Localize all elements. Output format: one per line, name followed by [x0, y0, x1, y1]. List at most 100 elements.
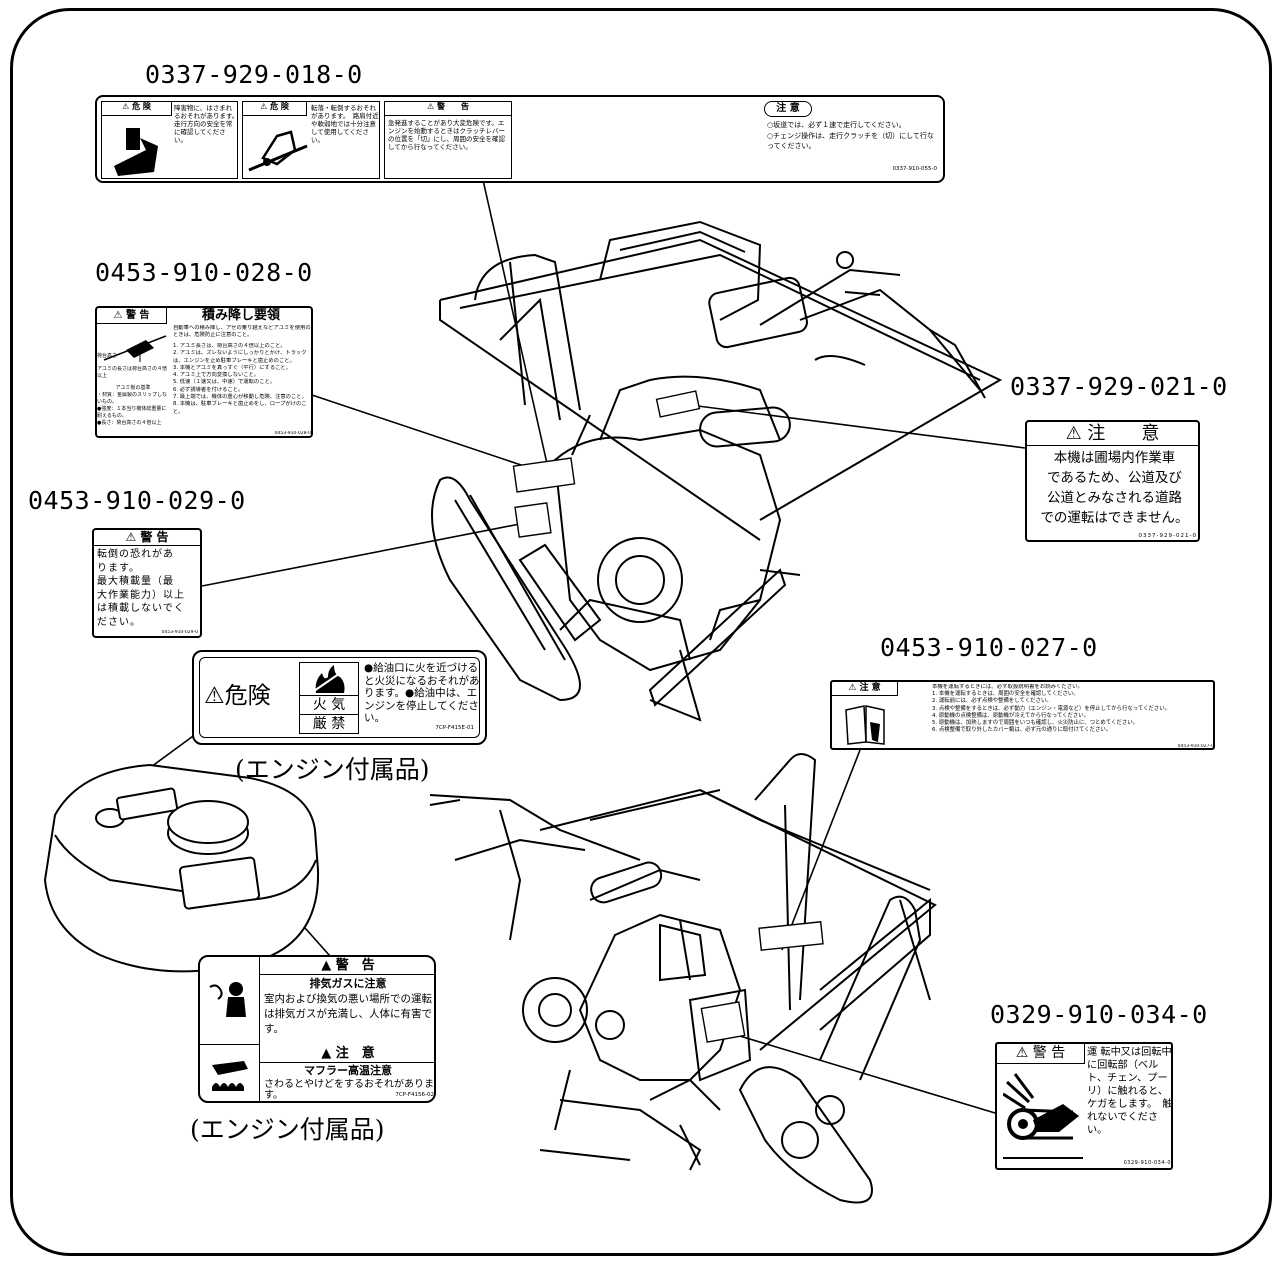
manual-book-icon — [845, 705, 885, 745]
rotating-parts-icon — [1003, 1073, 1083, 1159]
caution-header-027: ⚠ 注 意 — [832, 682, 898, 696]
panel-danger-1: ⚠ 危 険 障害物に、はさまれるおそれがあります。 走行方向の安全を常に確認して… — [101, 101, 238, 179]
label-code-exhaust: 7CP-F4156-02 — [364, 1092, 434, 1100]
loading-steps: 1. アユミ長さは、荷台高さの４倍以上のこと。 2. アユミは、ズレないようにし… — [173, 343, 311, 431]
fire-kanji-2: 厳 禁 — [300, 714, 358, 732]
manual-line-0: 本機を運転するときには、必ず取扱説明書をお読みください。 — [932, 684, 1083, 690]
label-0453-910-029-0: ⚠ 警 告 転倒の恐れがあ ります。 最大積載量（最 大作業能力）以上 は積載し… — [92, 528, 202, 638]
public-road-text: 本機は圃場内作業車 であるため、公道及び 公道とみなされる道路 での運転はできま… — [1030, 448, 1198, 532]
part-number-034: 0329-910-034-0 — [990, 1000, 1208, 1029]
manual-instructions: 本機を運転するときには、必ず取扱説明書をお読みください。 1. 本機を運転すると… — [932, 684, 1213, 748]
label-exhaust-muffler: ▲ 警 告 排気ガスに注意 室内および換気の悪い場所での運転は排気ガスが充満し、… — [198, 955, 436, 1103]
exhaust-text: 室内および換気の悪い場所での運転は排気ガスが充満し、人体に有害です。 — [264, 993, 432, 1035]
fire-danger-title: ⚠危険 — [204, 683, 271, 709]
muffler-subtitle: マフラー高温注意 — [304, 1064, 392, 1077]
label-0337-929-021-0: ⚠ 注 意 本機は圃場内作業車 であるため、公道及び 公道とみなされる道路 での… — [1025, 420, 1200, 542]
fire-text: ●給油口に火を近づけると火災になるおそれがあります。●給油中は、エンジンを停止し… — [364, 662, 480, 724]
label-0337-929-018-0: ⚠ 危 険 障害物に、はさまれるおそれがあります。 走行方向の安全を常に確認して… — [95, 95, 945, 183]
caution-header: 注 意 — [764, 101, 812, 117]
label-code-027: 0453-910-027-0 — [1177, 744, 1214, 749]
danger-text-2: 転落・転倒するおそれがあります。 路肩付近や軟弱地では十分注意して使用してくださ… — [311, 104, 379, 144]
loading-step-8: 8. 本機は、駐車ブレーキと歯止めをし、ロープがけのこと。 — [173, 401, 307, 415]
overload-line-6: ださい。 — [97, 616, 141, 628]
machine-view-upper — [431, 220, 1003, 722]
loading-step-3: 3. 本機とアユミを真っすぐ（平行）にすること。 — [173, 364, 292, 371]
warning-header: ⚠ 警 告 — [385, 102, 511, 116]
leader-line-029 — [201, 522, 526, 587]
panel-warning: ⚠ 警 告 急発進することがあり大変危険です。エンジンを始動するときはクラッチレ… — [384, 101, 512, 179]
public-road-line-1: 本機は圃場内作業車 — [1053, 450, 1176, 466]
warning-title-029: 警 告 — [140, 530, 169, 544]
leader-line-028 — [311, 394, 561, 479]
loading-step-1: 1. アユミ長さは、荷台高さの４倍以上のこと。 — [173, 343, 286, 349]
label-code-018: 0337-910-055-0 — [892, 166, 937, 172]
ramp-std-title: アユミ板の基準 — [115, 385, 151, 391]
label-0453-910-028-0: ⚠ 警 告 積み降し要領 荷台高さ アユミの長さは荷台高さの４倍以上 アユミ板の… — [95, 306, 313, 438]
hot-surface-icon — [212, 1061, 248, 1091]
ramp-std-1: ・材質：金属製のスリップしないもの。 — [97, 392, 168, 405]
danger-header-2: ⚠ 危 険 — [243, 102, 307, 116]
danger-title-1: 危 険 — [132, 102, 151, 111]
warning-header-029: ⚠ 警 告 — [94, 530, 200, 546]
caution-line-1: ○坂道では、必ず１速で走行してください。 — [767, 121, 906, 129]
overload-line-4: 大作業能力）以上 — [97, 589, 185, 601]
warning-header-034: ⚠ 警 告 — [997, 1044, 1085, 1064]
engine-accessory-note-1: (エンジン付属品) — [235, 755, 430, 784]
manual-line-1: 1. 本機を運転するときは、周囲の安全を確認してください。 — [932, 691, 1079, 698]
exhaust-subtitle: 排気ガスに注意 — [309, 977, 387, 990]
manual-line-2: 2. 運転前には、必ず点検や整備をしてください。 — [932, 698, 1052, 705]
warning-title: 警 告 — [436, 102, 469, 111]
overload-warning-text: 転倒の恐れがあ ります。 最大積載量（最 大作業能力）以上 は積載しないでく だ… — [97, 548, 200, 630]
machine-view-lower — [429, 753, 937, 1204]
danger-title-2: 危 険 — [270, 102, 289, 111]
loading-step-6: 6. 必ず誘導者を付けること。 — [173, 386, 244, 393]
part-number-021: 0337-929-021-0 — [1010, 372, 1228, 401]
manual-line-5: 5. 原動機は、加熱しますので周囲をいつも確認し、火災防止に、つとめてください。 — [932, 720, 1138, 727]
exhaust-gas-icon — [209, 982, 246, 1017]
fire-danger-word: 危険 — [224, 683, 271, 709]
public-road-line-2: であるため、公道及び — [1047, 470, 1182, 486]
pic-label-height: 荷台高さ — [97, 353, 118, 359]
pinch-points-text: 運 転中又は回転中に回転部（ベルト、チェン、プーリ）に触れると、ケガをします。 … — [1087, 1047, 1173, 1136]
overload-line-1: 転倒の恐れがあ — [97, 549, 174, 560]
fire-inner-border — [199, 657, 480, 738]
warning-text: 急発進することがあり大変危険です。エンジンを始動するときはクラッチレバーの位置を… — [388, 119, 505, 151]
panel-caution: 注 意 ○坂道では、必ず１速で走行してください。 ○チェンジ操作は、走行クラッチ… — [517, 101, 941, 179]
public-road-line-4: での運転はできません。 — [1040, 510, 1189, 526]
caution-line-2: ○チェンジ操作は、走行クラッチを（切）にして行なってください。 — [767, 132, 934, 150]
pinch-hazard-icon — [114, 128, 158, 176]
loading-step-7: 7. 最上端では、機体の重心が移動し危険、注意のこと。 — [173, 394, 307, 401]
panel-danger-2: ⚠ 危 険 転落・転倒するおそれがあります。 路肩付近や軟弱地では十分注意して使… — [242, 101, 380, 179]
diagram-frame — [10, 8, 1272, 1256]
fire-kanji-1: 火 気 — [300, 695, 358, 713]
part-number-028: 0453-910-028-0 — [95, 258, 313, 287]
muffler-text: さわるとやけどをするおそれがあります。 — [264, 1079, 434, 1101]
overload-line-2: ります。 — [97, 562, 140, 574]
rollover-hazard-icon — [248, 130, 308, 172]
manual-line-3: 3. 点検や整備をするときは、必ず動力（エンジン・電源など）を停止してから行なっ… — [932, 705, 1171, 712]
exhaust-warning-header: ▲ 警 告 — [260, 957, 434, 975]
ramp-std-2: ●強度：１本当り機体総重量に耐えるもの。 — [97, 406, 167, 419]
label-code-021: 0337-929-021-0 — [1138, 533, 1197, 539]
muffler-caution-header: ▲ 注 意 — [260, 1045, 434, 1063]
loading-step-2: 2. アユミは、ズレないようにしっかりとかけ、トラックは、エンジンを止め駐車ブレ… — [173, 350, 307, 364]
caution-title-021: 注 意 — [1087, 423, 1160, 444]
part-number-018: 0337-929-018-0 — [145, 60, 363, 89]
caution-title-027: 注 意 — [859, 683, 881, 693]
warning-title-028: 警 告 — [125, 310, 150, 321]
label-0329-910-034-0: ⚠ 警 告 運 転中又は回転中に回転部（ベルト、チェン、プーリ）に触れると、ケガ… — [995, 1042, 1173, 1170]
part-number-029: 0453-910-029-0 — [28, 486, 246, 515]
ramp-loading-icon — [103, 335, 167, 362]
muffler-icon-cell — [200, 1045, 260, 1101]
overload-line-3: 最大積載量（最 — [97, 576, 174, 587]
ramp-std-list: ・材質：金属製のスリップしないもの。 ●強度：１本当り機体総重量に耐えるもの。 … — [97, 392, 169, 432]
loading-step-5: 5. 低速（１速又は、中速）で運転のこと。 — [173, 379, 276, 386]
part-number-027: 0453-910-027-0 — [880, 633, 1098, 662]
warning-title-034: 警 告 — [1032, 1045, 1066, 1061]
engine-accessory-note-2: (エンジン付属品) — [190, 1115, 385, 1144]
loading-title: 積み降し要領 — [201, 308, 280, 323]
loading-step-4: 4. アユミ上で方向変換しないこと。 — [173, 372, 260, 379]
danger-text-1: 障害物に、はさまれるおそれがあります。 走行方向の安全を常に確認してください。 — [174, 104, 237, 144]
exhaust-icon-cell — [200, 957, 260, 1045]
overload-line-5: は積載しないでく — [97, 603, 185, 614]
